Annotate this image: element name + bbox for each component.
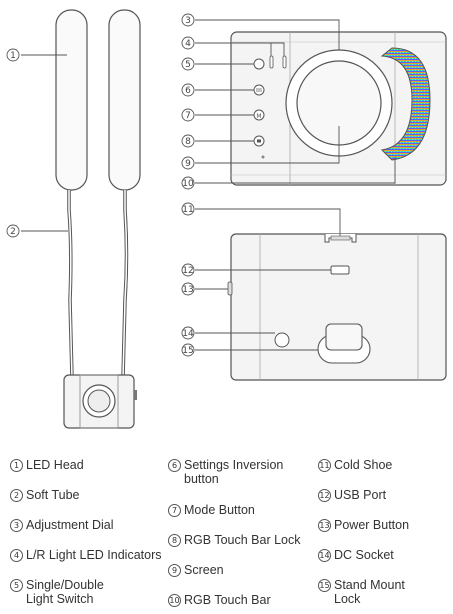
callout-line-9 bbox=[195, 126, 340, 164]
stand-mount-lock bbox=[317, 323, 371, 364]
callout-11: 11 bbox=[181, 202, 195, 216]
soft-tube-left bbox=[67, 190, 74, 379]
callout-12: 12 bbox=[181, 263, 195, 277]
mode-button: M bbox=[253, 109, 265, 121]
power-button bbox=[227, 281, 233, 296]
callout-13: 13 bbox=[181, 282, 195, 296]
callout-line-10 bbox=[195, 157, 396, 184]
svg-text:13: 13 bbox=[182, 285, 193, 295]
svg-text:9: 9 bbox=[185, 159, 191, 169]
callout-2: 2 bbox=[6, 224, 20, 238]
svg-text:2: 2 bbox=[10, 227, 16, 237]
callout-3: 3 bbox=[181, 13, 195, 27]
callout-line-4 bbox=[195, 42, 285, 56]
svg-text:14: 14 bbox=[182, 329, 194, 339]
callout-line-11 bbox=[195, 208, 341, 236]
callout-7: 7 bbox=[181, 108, 195, 122]
rgb-touch-bar bbox=[380, 47, 431, 161]
callout-15: 15 bbox=[181, 343, 195, 357]
led-head-right bbox=[108, 9, 141, 191]
svg-text:15: 15 bbox=[182, 346, 193, 356]
base-unit bbox=[63, 374, 137, 429]
callout-10: 10 bbox=[181, 176, 195, 190]
callout-14: 14 bbox=[181, 326, 195, 340]
callout-6: 6 bbox=[181, 83, 195, 97]
callout-1: 1 bbox=[6, 48, 20, 62]
settings-inversion-button bbox=[253, 84, 265, 96]
single-double-light-switch bbox=[253, 58, 265, 70]
svg-text:7: 7 bbox=[185, 111, 191, 121]
usb-port bbox=[330, 265, 350, 275]
cold-shoe bbox=[324, 234, 357, 243]
svg-text:4: 4 bbox=[185, 39, 191, 49]
dc-socket bbox=[274, 332, 290, 348]
callout-4: 4 bbox=[181, 36, 195, 50]
lr-led-indicators bbox=[269, 55, 287, 69]
svg-text:M: M bbox=[256, 113, 261, 120]
callout-8: 8 bbox=[181, 134, 195, 148]
svg-text:6: 6 bbox=[185, 86, 191, 96]
svg-text:10: 10 bbox=[182, 179, 194, 189]
rgb-touch-bar-lock bbox=[253, 135, 265, 147]
svg-text:8: 8 bbox=[185, 137, 191, 147]
svg-text:5: 5 bbox=[185, 60, 191, 70]
svg-text:1: 1 bbox=[10, 51, 16, 61]
svg-text:11: 11 bbox=[182, 205, 193, 215]
soft-tube-right bbox=[121, 190, 129, 379]
callout-9: 9 bbox=[181, 156, 195, 170]
callout-line-3 bbox=[195, 19, 340, 50]
svg-text:12: 12 bbox=[182, 266, 193, 276]
callout-5: 5 bbox=[181, 57, 195, 71]
led-head-left bbox=[55, 9, 88, 191]
front-indicator-dot bbox=[261, 155, 265, 159]
product-diagram: M bbox=[6, 9, 447, 429]
svg-text:3: 3 bbox=[185, 16, 191, 26]
